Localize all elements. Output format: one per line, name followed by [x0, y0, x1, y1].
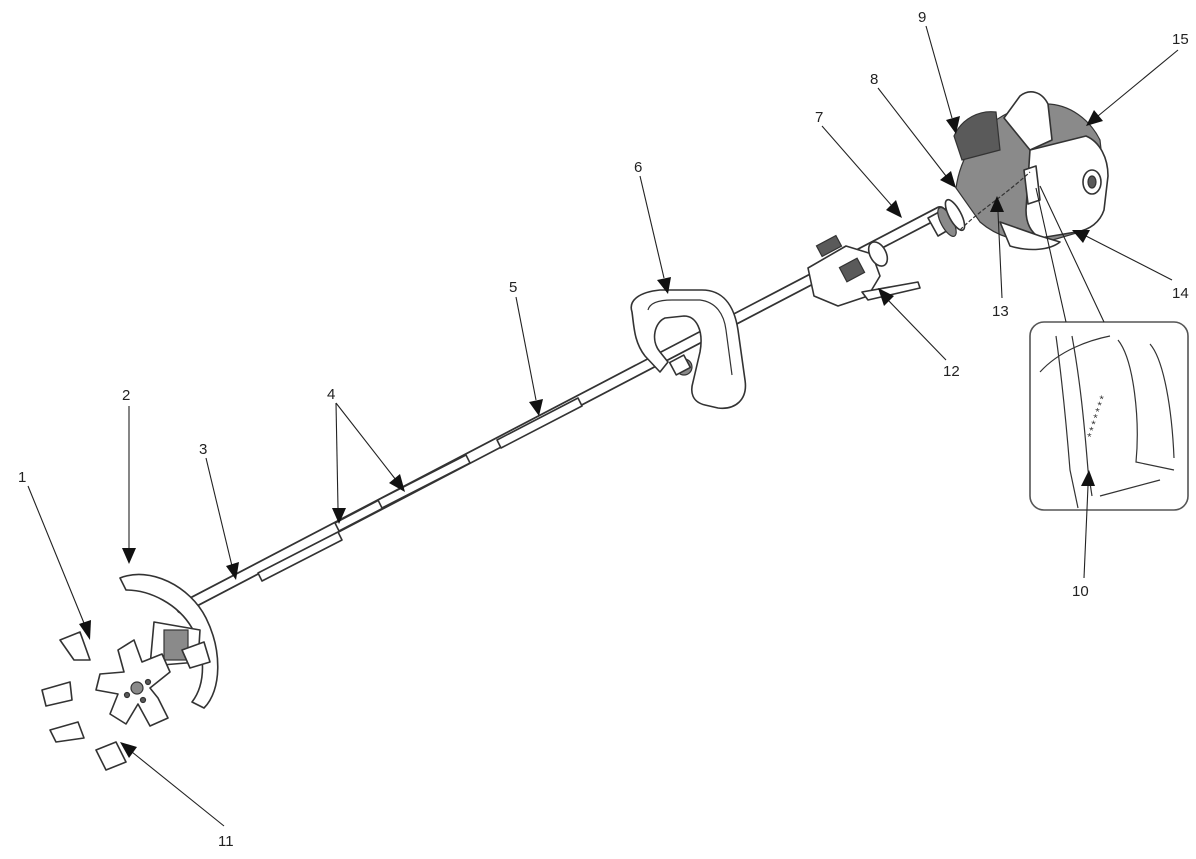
- callout-5: 5: [509, 279, 517, 296]
- callout-numbers: 1 2 3 4 5 6 7 8 9 10 11 12 13 14 15: [18, 9, 1189, 850]
- callout-7: 7: [815, 109, 823, 126]
- callout-8: 8: [870, 71, 878, 88]
- loop-handle: [630, 289, 747, 409]
- engine-assembly: [953, 91, 1109, 251]
- throttle-housing: [807, 234, 921, 307]
- callout-13: 13: [992, 303, 1009, 320]
- shaft-decal-5: [496, 397, 583, 449]
- callout-1: 1: [18, 469, 26, 486]
- callout-12: 12: [943, 363, 960, 380]
- shaft-decal-3: [257, 531, 343, 582]
- callout-11: 11: [218, 833, 234, 850]
- callout-leaders: [27, 25, 1179, 827]
- callout-15: 15: [1172, 31, 1189, 48]
- callout-14: 14: [1172, 285, 1189, 302]
- tine-shield: [119, 573, 219, 709]
- callout-6: 6: [634, 159, 642, 176]
- callout-9: 9: [918, 9, 926, 26]
- callout-4: 4: [327, 386, 335, 403]
- callout-10: 10: [1072, 583, 1089, 600]
- shaft-decal-4b: [377, 454, 471, 509]
- engine-tube-joint: [927, 198, 966, 238]
- serial-number-detail-inset: *******: [1029, 185, 1189, 511]
- tines: [41, 631, 211, 771]
- callout-3: 3: [199, 441, 207, 458]
- callout-2: 2: [122, 387, 130, 404]
